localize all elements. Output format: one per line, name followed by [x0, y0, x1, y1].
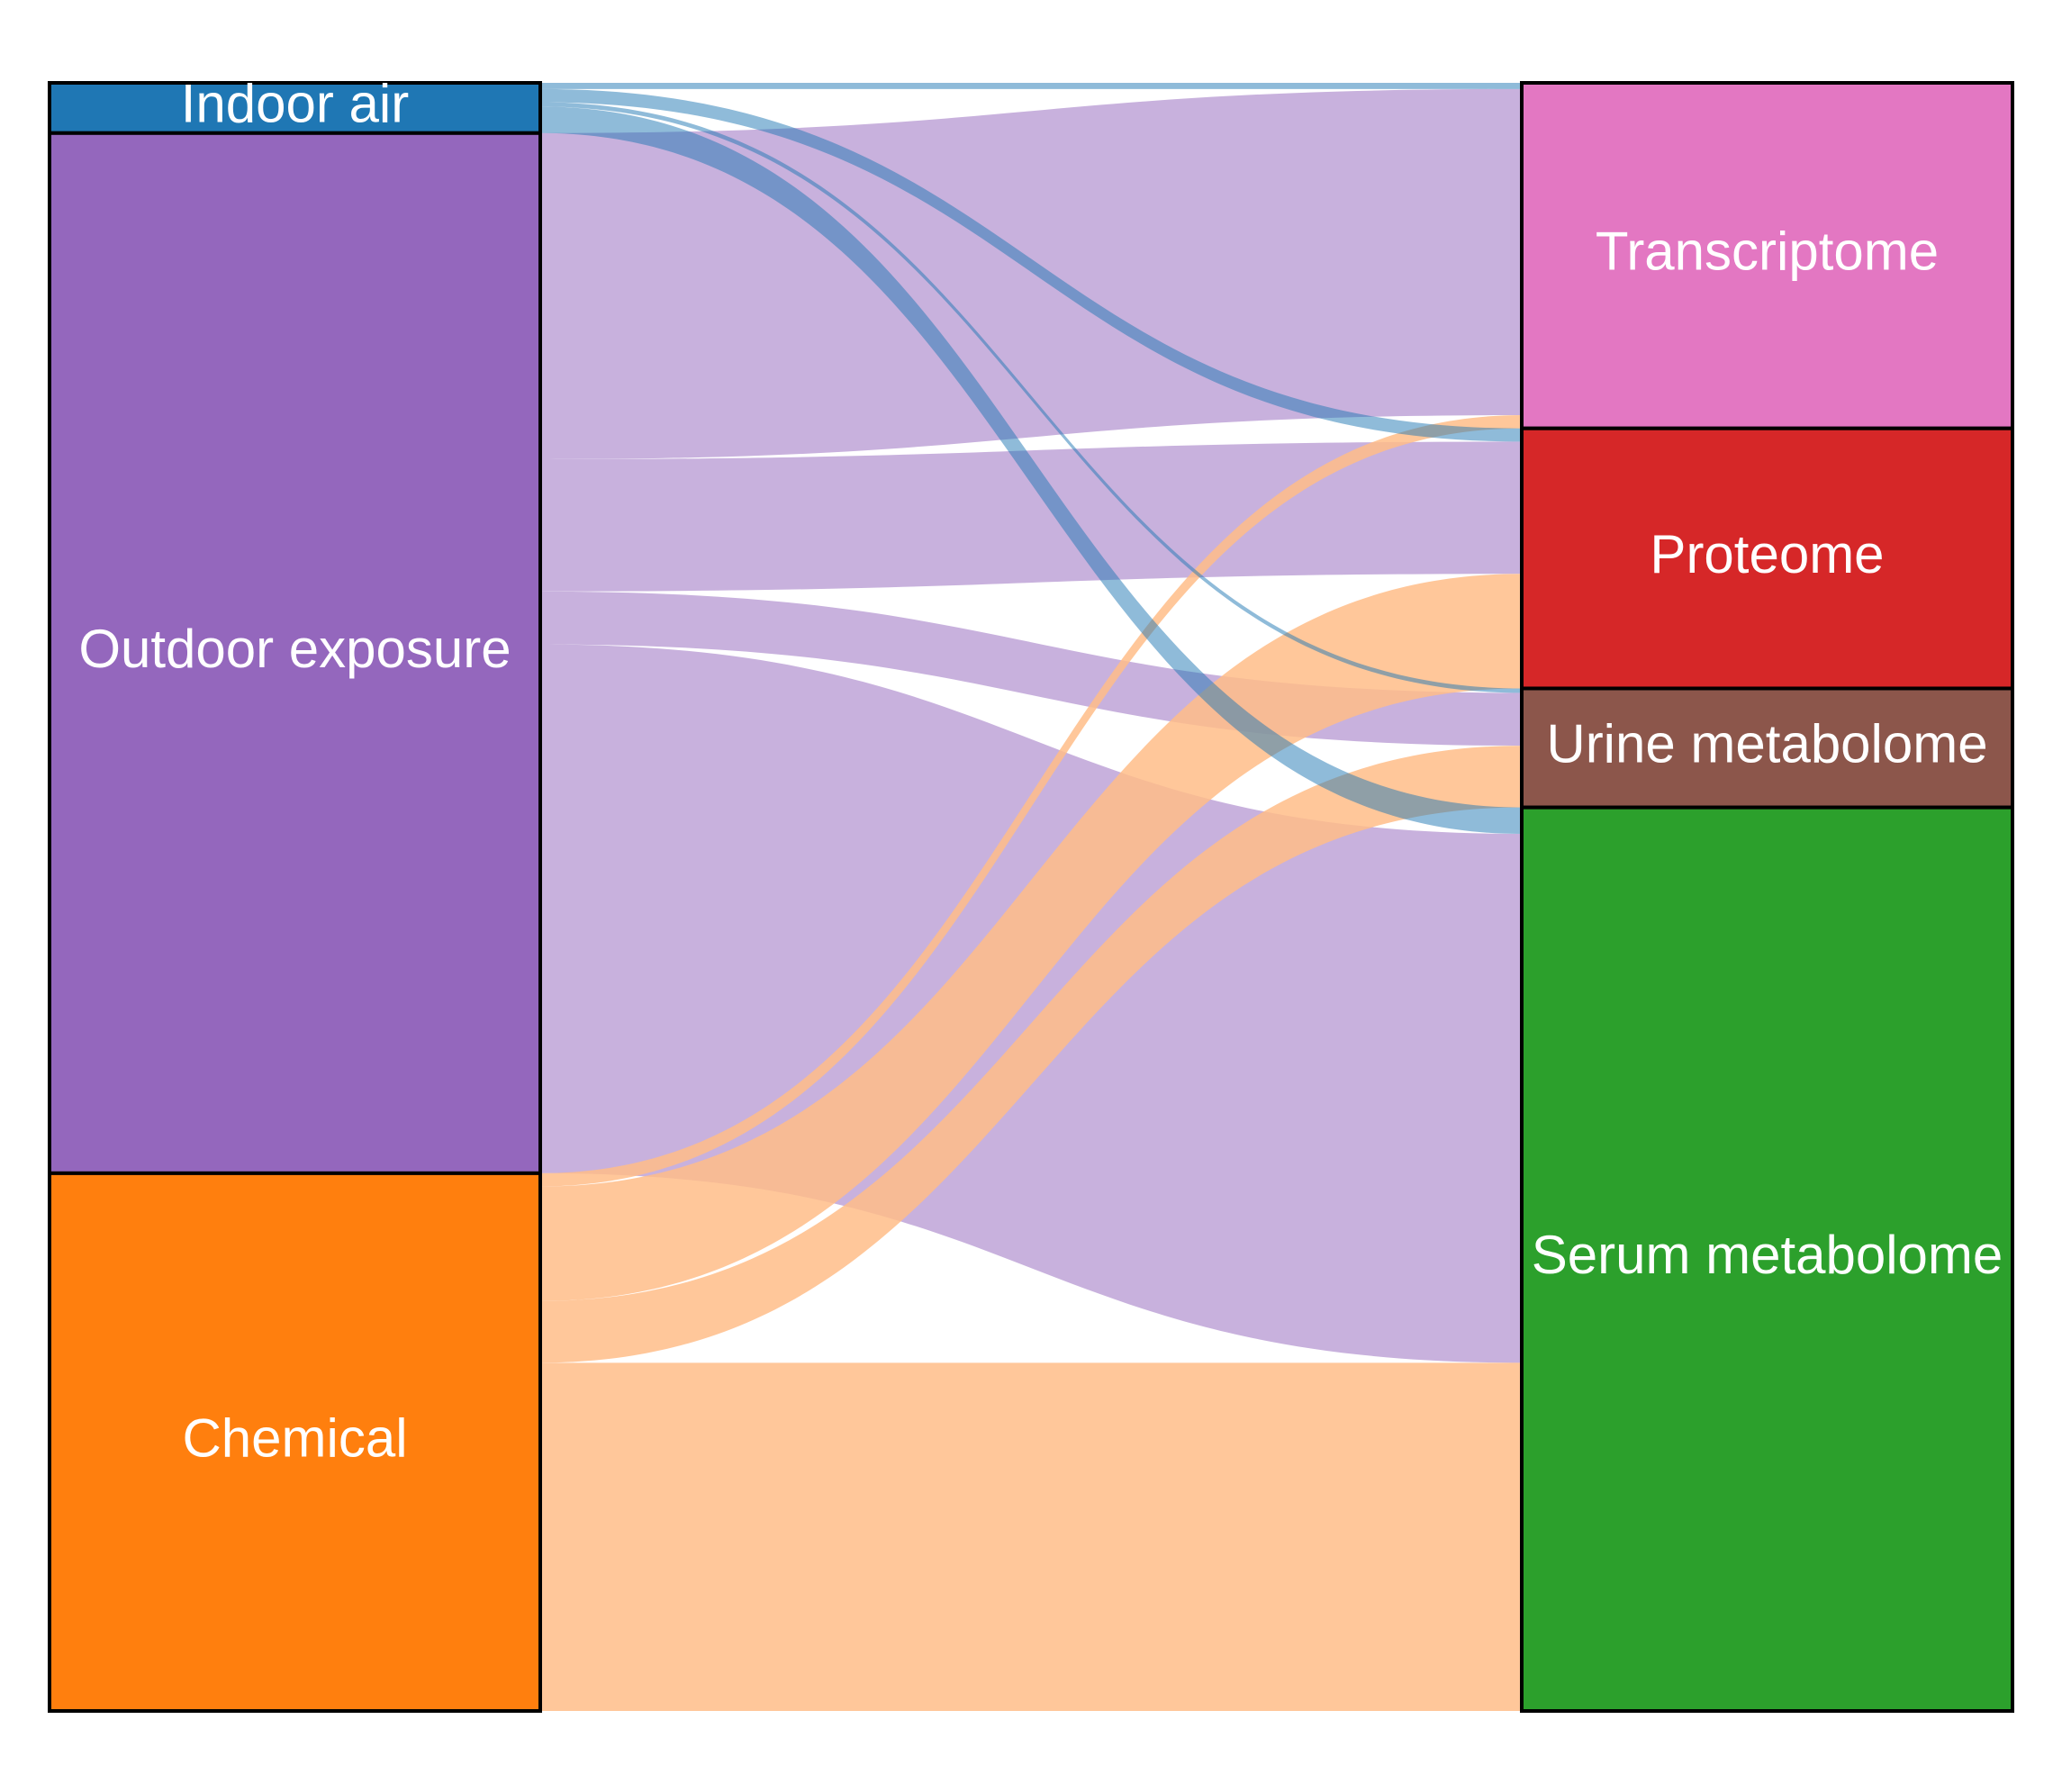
- target-node-proteome: [1520, 426, 2014, 691]
- source-label-chemical: Chemical: [182, 1407, 407, 1468]
- target-node-transcriptome: [1520, 81, 2014, 430]
- target-label-proteome: Proteome: [1650, 524, 1884, 584]
- link-indoor-proteome: [540, 88, 1522, 442]
- target-node-urine: [1520, 686, 2014, 810]
- link-chemical-proteome: [540, 574, 1522, 1301]
- link-indoor-serum: [540, 106, 1522, 835]
- link-chemical-urine: [540, 746, 1522, 1363]
- link-chemical-transcriptome: [540, 415, 1522, 1187]
- link-indoor-transcriptome: [540, 83, 1522, 89]
- sankey-links: [540, 83, 1522, 1711]
- target-node-serum: [1520, 805, 2014, 1713]
- link-chemical-serum: [540, 1362, 1522, 1711]
- source-label-outdoor: Outdoor exposure: [78, 619, 511, 679]
- source-node-outdoor: [48, 131, 542, 1175]
- target-label-urine: Urine metabolome: [1546, 713, 1987, 774]
- link-outdoor-proteome: [540, 441, 1522, 592]
- target-label-serum: Serum metabolome: [1532, 1225, 2003, 1285]
- target-label-transcriptome: Transcriptome: [1596, 222, 1939, 282]
- link-indoor-urine: [540, 102, 1522, 693]
- source-node-indoor: [48, 81, 542, 135]
- source-label-indoor: Indoor air: [181, 74, 409, 134]
- source-node-chemical: [48, 1171, 542, 1713]
